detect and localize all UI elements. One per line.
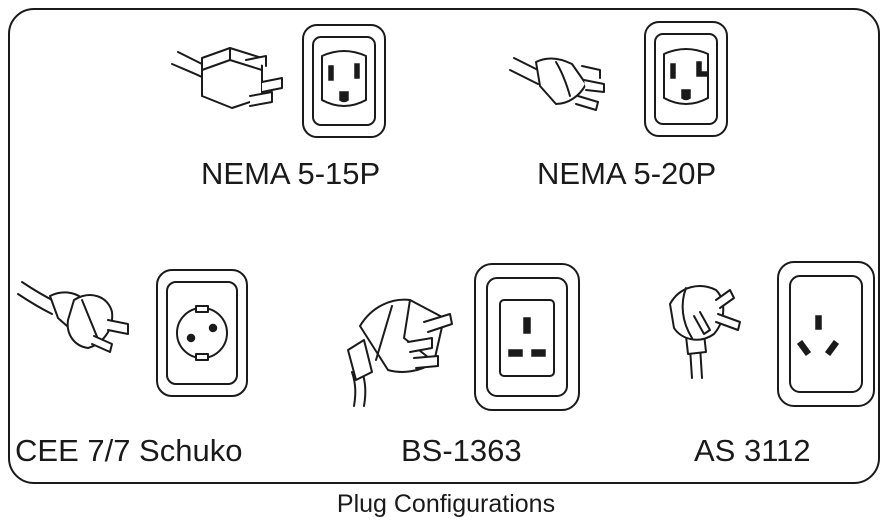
nema-5-15p-outlet-icon xyxy=(302,24,386,138)
cee-7-7-plug-icon xyxy=(17,281,129,353)
bs-1363-label: BS-1363 xyxy=(401,433,522,468)
figure-caption: Plug Configurations xyxy=(336,490,556,518)
nema-5-20p-outlet-icon xyxy=(644,21,728,137)
nema-5-15p-label: NEMA 5-15P xyxy=(201,156,381,191)
nema-5-20p-plug-icon xyxy=(509,57,605,111)
as-3112-outlet-icon xyxy=(777,261,875,407)
cee-7-7-label: CEE 7/7 Schuko xyxy=(15,433,243,468)
nema-5-20p-label: NEMA 5-20P xyxy=(537,156,717,191)
nema-5-15p-plug-icon xyxy=(171,47,283,109)
cee-7-7-outlet-icon xyxy=(156,269,248,397)
as-3112-label: AS 3112 xyxy=(694,433,811,468)
diagram-frame xyxy=(8,8,880,484)
as-3112-plug-icon xyxy=(669,285,741,379)
bs-1363-outlet-icon xyxy=(474,263,580,411)
bs-1363-plug-icon xyxy=(347,298,453,407)
